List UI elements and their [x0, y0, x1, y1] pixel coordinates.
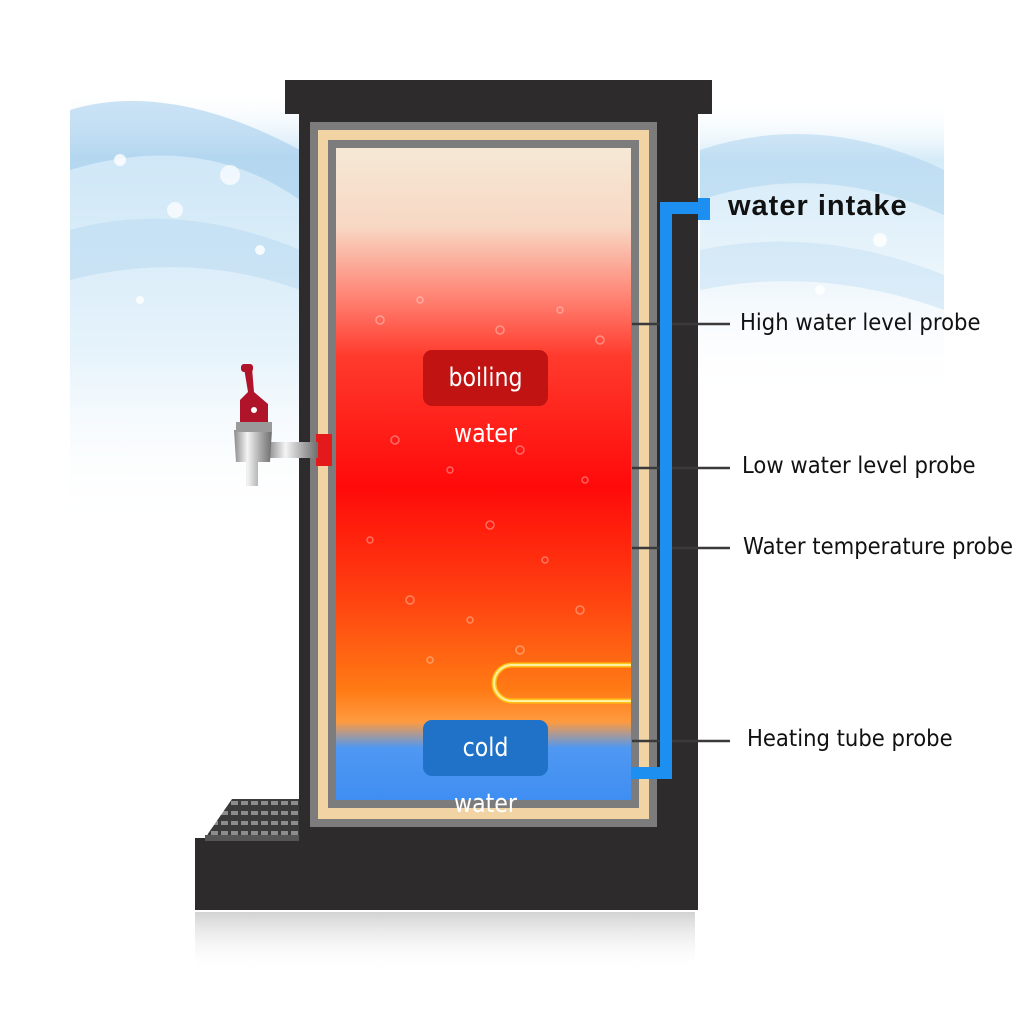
probes — [632, 322, 730, 743]
water-body — [336, 148, 631, 800]
cold-water-label: cold water — [454, 733, 517, 819]
water-intake-label: water intake — [728, 190, 908, 222]
low-water-level-probe-label: Low water level probe — [742, 453, 976, 479]
heating-tube-probe-label: Heating tube probe — [747, 726, 953, 752]
boiling-water-label: boiling water — [448, 363, 523, 449]
background-water-right — [700, 100, 944, 400]
background-water-left — [70, 90, 300, 530]
water-intake-pipe — [631, 198, 710, 779]
drip-tray — [205, 799, 299, 841]
high-water-level-probe-label: High water level probe — [740, 310, 981, 336]
water-tap — [234, 364, 332, 486]
bubbles — [366, 296, 605, 664]
heating-coil — [491, 662, 631, 704]
floor-reflection — [195, 912, 695, 972]
water-temperature-probe-label: Water temperature probe — [743, 534, 1014, 560]
boiling-water-tag: boiling water — [423, 350, 548, 449]
cold-water-tag: cold water — [423, 720, 548, 819]
